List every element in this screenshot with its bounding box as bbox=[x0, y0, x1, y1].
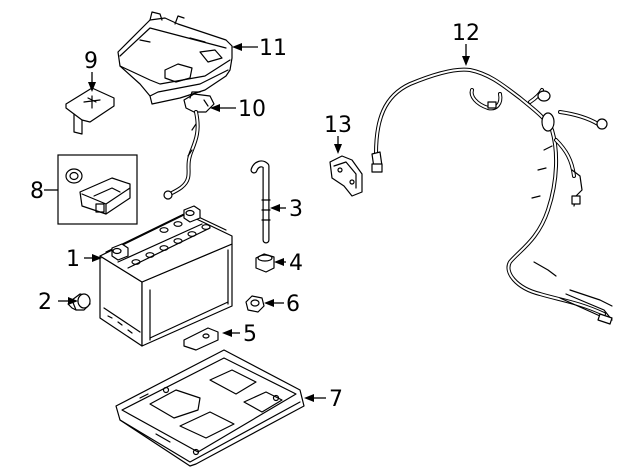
part-10-ground-cable bbox=[163, 91, 215, 200]
callout-1: 1 bbox=[66, 247, 80, 272]
callout-13: 13 bbox=[324, 113, 352, 138]
callout-12: 12 bbox=[452, 21, 480, 46]
part-4-nut bbox=[255, 253, 275, 273]
callout-6: 6 bbox=[286, 292, 300, 317]
part-1-battery bbox=[99, 205, 233, 347]
callout-2: 2 bbox=[38, 290, 52, 315]
part-3-vent-tube bbox=[250, 160, 271, 244]
part-9-bracket bbox=[65, 87, 115, 135]
part-6-flange-nut bbox=[245, 295, 265, 313]
callout-11: 11 bbox=[259, 36, 287, 61]
callout-10: 10 bbox=[238, 97, 266, 122]
part-13-bracket bbox=[329, 155, 363, 197]
part-7-tray bbox=[115, 349, 305, 467]
callout-9: 9 bbox=[84, 49, 98, 74]
part-11-battery-cover bbox=[117, 11, 233, 105]
callout-5: 5 bbox=[243, 322, 257, 347]
callout-7: 7 bbox=[329, 387, 343, 412]
part-12-wiring-harness bbox=[371, 67, 613, 325]
callout-3: 3 bbox=[289, 197, 303, 222]
part-8-clip-inset bbox=[57, 154, 138, 225]
callout-labels: 11 9 10 8 1 2 3 4 6 5 7 12 13 bbox=[30, 21, 480, 412]
callout-8: 8 bbox=[30, 179, 44, 204]
part-2-plug bbox=[67, 293, 91, 311]
callout-4: 4 bbox=[289, 251, 303, 276]
part-5-clamp bbox=[183, 327, 219, 351]
leader-lines bbox=[44, 43, 470, 402]
